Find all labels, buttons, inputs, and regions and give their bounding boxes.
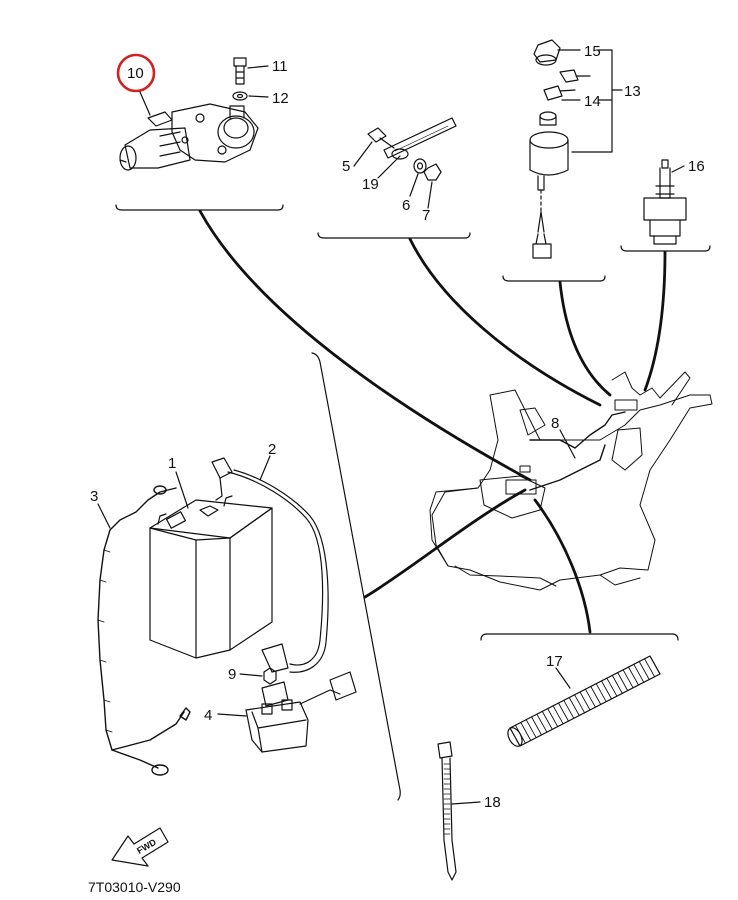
leader-6: [409, 173, 419, 197]
part-label-10: 10: [127, 65, 144, 82]
bracket-toggle-group: [620, 245, 711, 252]
bracket-battery-group: [311, 352, 401, 801]
leader-2: [259, 455, 271, 481]
routing-line-bolt: [408, 237, 602, 407]
part-label-18: 18: [484, 794, 501, 811]
part-label-15: 15: [584, 43, 601, 60]
washer-icon: [232, 91, 248, 101]
part-label-14: 14: [584, 93, 601, 110]
main-switch-icon: [529, 111, 569, 259]
bracket-bolt-group: [317, 232, 471, 239]
leader-1: [175, 471, 189, 509]
leader-16: [671, 165, 685, 173]
bolt-icon: [367, 127, 395, 149]
cap-icon: [533, 39, 561, 66]
highlight-circle-10: [116, 53, 156, 93]
negative-cable-icon: [97, 485, 191, 776]
routing-line-toggle: [643, 250, 667, 392]
part-label-1: 1: [168, 455, 176, 472]
part-label-3: 3: [90, 488, 98, 505]
leader-10: [139, 91, 151, 116]
part-label-6: 6: [402, 197, 410, 214]
nut-icon: [263, 667, 277, 685]
routing-line-tube: [533, 498, 592, 634]
bracket-13: [571, 49, 623, 153]
diagram-code: 7T03010-V290: [88, 879, 181, 895]
part-label-7: 7: [422, 207, 430, 224]
bracket-motor-group: [115, 204, 284, 211]
leader-12: [248, 95, 269, 98]
leader-7: [427, 181, 433, 209]
cable-tie-icon: [437, 741, 457, 881]
part-label-11: 11: [272, 58, 288, 75]
washer-icon: [413, 158, 427, 174]
motor-icon: [119, 103, 259, 171]
starter-relay-icon: [245, 671, 357, 753]
part-label-5: 5: [342, 158, 350, 175]
leader-5: [353, 141, 373, 167]
toggle-switch-icon: [643, 159, 687, 245]
routing-line-battery: [363, 488, 527, 599]
band-icon: [383, 117, 457, 160]
leader-19: [377, 155, 401, 179]
bracket-tube-group: [480, 633, 679, 641]
vehicle-body: [429, 371, 713, 591]
routing-line-switch: [558, 280, 612, 397]
leader-9: [239, 673, 263, 677]
part-label-16: 16: [688, 158, 705, 175]
leader-4: [217, 713, 247, 717]
battery-icon: [149, 495, 273, 659]
leader-8: [559, 429, 576, 459]
leader-3: [97, 503, 111, 529]
part-label-13: 13: [624, 83, 641, 100]
corrugated-tube-icon: [507, 655, 661, 747]
part-label-19: 19: [362, 176, 379, 193]
nut-icon: [423, 163, 442, 181]
leader-11: [247, 65, 269, 69]
part-label-17: 17: [546, 653, 563, 670]
fwd-label: FWD: [135, 837, 158, 856]
leader-17: [555, 667, 571, 689]
part-label-12: 12: [272, 90, 289, 107]
part-label-2: 2: [268, 441, 276, 458]
positive-cable-icon: [211, 457, 329, 673]
part-label-9: 9: [228, 666, 236, 683]
part-label-4: 4: [204, 707, 212, 724]
leader-18: [451, 801, 481, 805]
routing-line-motor: [198, 209, 532, 482]
part-label-8: 8: [551, 415, 559, 432]
key-icon: [543, 69, 591, 101]
bolt-icon: [233, 57, 247, 85]
fwd-arrow-icon: [111, 827, 169, 867]
bracket-switch-group: [502, 275, 606, 282]
